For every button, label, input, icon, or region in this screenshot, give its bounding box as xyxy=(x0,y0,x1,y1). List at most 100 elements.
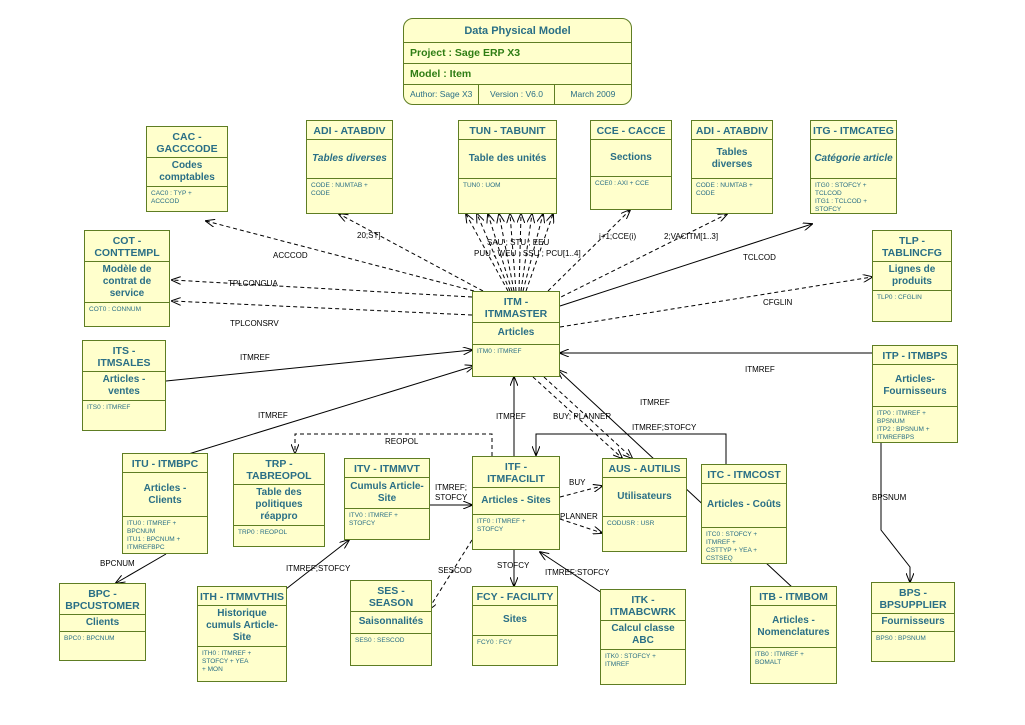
entity-code: ITF - ITMFACILIT xyxy=(473,457,559,488)
rel-line-ses xyxy=(428,539,473,610)
rel-line-adi2 xyxy=(554,214,727,301)
entity-index-list: ITV0 : ITMREF +STOFCY xyxy=(345,509,429,539)
entity-description: Cumuls Article- Site xyxy=(345,478,429,509)
entity-index-list: CAC0 : TYP +ACCCOD xyxy=(147,187,227,211)
rel-line-tun-8 xyxy=(522,214,543,292)
rel-line-tun-4 xyxy=(499,214,515,292)
rel-line-planner xyxy=(559,518,602,533)
rel-label-planner: PLANNER xyxy=(560,512,598,521)
entity-description: Table des politiques réappro xyxy=(234,485,324,526)
entity-index-list: CODE : NUMTAB +CODE xyxy=(692,179,772,213)
model-meta-row: Author: Sage X3 Version : V6.0 March 200… xyxy=(404,85,631,104)
rel-line-itc xyxy=(536,433,727,464)
entity-code: SES - SEASON xyxy=(351,581,431,612)
model-title-block: Data Physical Model Project : Sage ERP X… xyxy=(403,18,632,105)
entity-index-line: ITMREF xyxy=(605,661,630,668)
entity-index-list: TUN0 : UOM xyxy=(459,179,556,213)
entity-index-line: ITS0 : ITMREF xyxy=(87,404,131,411)
rel-line-bps xyxy=(880,443,910,582)
entity-index-list: BPC0 : BPCNUM xyxy=(60,632,145,660)
rel-label-vacitm: 2;VACITM[1..3] xyxy=(664,232,718,241)
rel-line-itu xyxy=(181,366,474,457)
entity-index-line: CODE : NUMTAB + CODE xyxy=(311,182,368,198)
rel-label-itv-2: STOFCY xyxy=(435,493,468,502)
entity-index-line: CODE : NUMTAB + xyxy=(696,182,753,190)
rel-line-itk xyxy=(540,552,606,596)
entity-description: Fournisseurs xyxy=(872,614,954,632)
entity-description: Articles - Nomenclatures xyxy=(751,606,836,649)
entity-code: TRP - TABREOPOL xyxy=(234,454,324,485)
entity-description: Table des unités xyxy=(459,140,556,180)
entity-index-line: ITF0 : ITMREF + xyxy=(477,518,526,526)
entity-description: Articles - Coûts xyxy=(702,484,786,528)
entity-description: Tables diverses xyxy=(307,140,392,180)
version-label: Version : V6.0 xyxy=(479,85,555,104)
entity-code: COT - CONTTEMPL xyxy=(85,231,169,262)
rel-label-buyplanner: BUY; PLANNER xyxy=(553,412,611,421)
entity-description: Articles - Sites xyxy=(473,488,559,516)
rel-line-adi1 xyxy=(339,214,484,292)
entity-index-list: TRP0 : REOPOL xyxy=(234,526,324,546)
entity-code: ITK - ITMABCWRK xyxy=(601,590,685,621)
entity-description: Calcul classe ABC xyxy=(601,621,685,650)
entity-description: Articles - Clients xyxy=(123,473,207,518)
entity-code: CCE - CACCE xyxy=(591,121,671,140)
entity-code: ITV - ITMMVT xyxy=(345,459,429,478)
entity-code: ITC - ITMCOST xyxy=(702,465,786,484)
entity-index-list: ITS0 : ITMREF xyxy=(83,401,165,430)
entity-code: ITS - ITMSALES xyxy=(83,341,165,372)
entity-index-line: STOFCY xyxy=(349,520,376,527)
entity-index-line: CODUSR : USR xyxy=(607,520,655,528)
entity-index-line: TUN0 : UOM xyxy=(463,182,501,190)
entity-index-line: ITMREFBPS xyxy=(877,434,915,442)
rel-label-itu: ITMREF xyxy=(258,411,288,420)
rel-label-stofcy: STOFCY xyxy=(497,561,530,570)
entity-index-line: CSTSEQ xyxy=(706,554,733,562)
entity-index-line: BPSNUM xyxy=(877,418,905,426)
rel-line-aus-2 xyxy=(543,376,632,458)
rel-label-tplconsrv: TPLCONSRV xyxy=(230,319,279,328)
entity-description: Saisonnalités xyxy=(351,612,431,634)
rel-line-itg xyxy=(559,224,812,307)
entity-index-list: TLP0 : CFGLIN xyxy=(873,291,951,321)
entity-index-line: CCE0 : AXI + CCE xyxy=(595,179,650,187)
entity-code: ITU - ITMBPC xyxy=(123,454,207,473)
entity-code: ITG - ITMCATEG xyxy=(811,121,896,140)
entity-index-line: STOFCY xyxy=(477,526,504,534)
entity-index-line: + MON xyxy=(202,666,223,673)
rel-label-cce: i+1;CCE(i) xyxy=(599,232,636,241)
rel-label-itc: ITMREF;STOFCY xyxy=(632,423,697,432)
entity-code: ADI - ATABDIV xyxy=(692,121,772,140)
entity-index-line: ITC0 : STOFCY + xyxy=(706,530,758,538)
entity-index-line: STOFCY + YEA xyxy=(202,658,249,665)
rel-line-cce xyxy=(547,210,630,292)
rel-label-itb: ITMREF xyxy=(640,398,670,407)
